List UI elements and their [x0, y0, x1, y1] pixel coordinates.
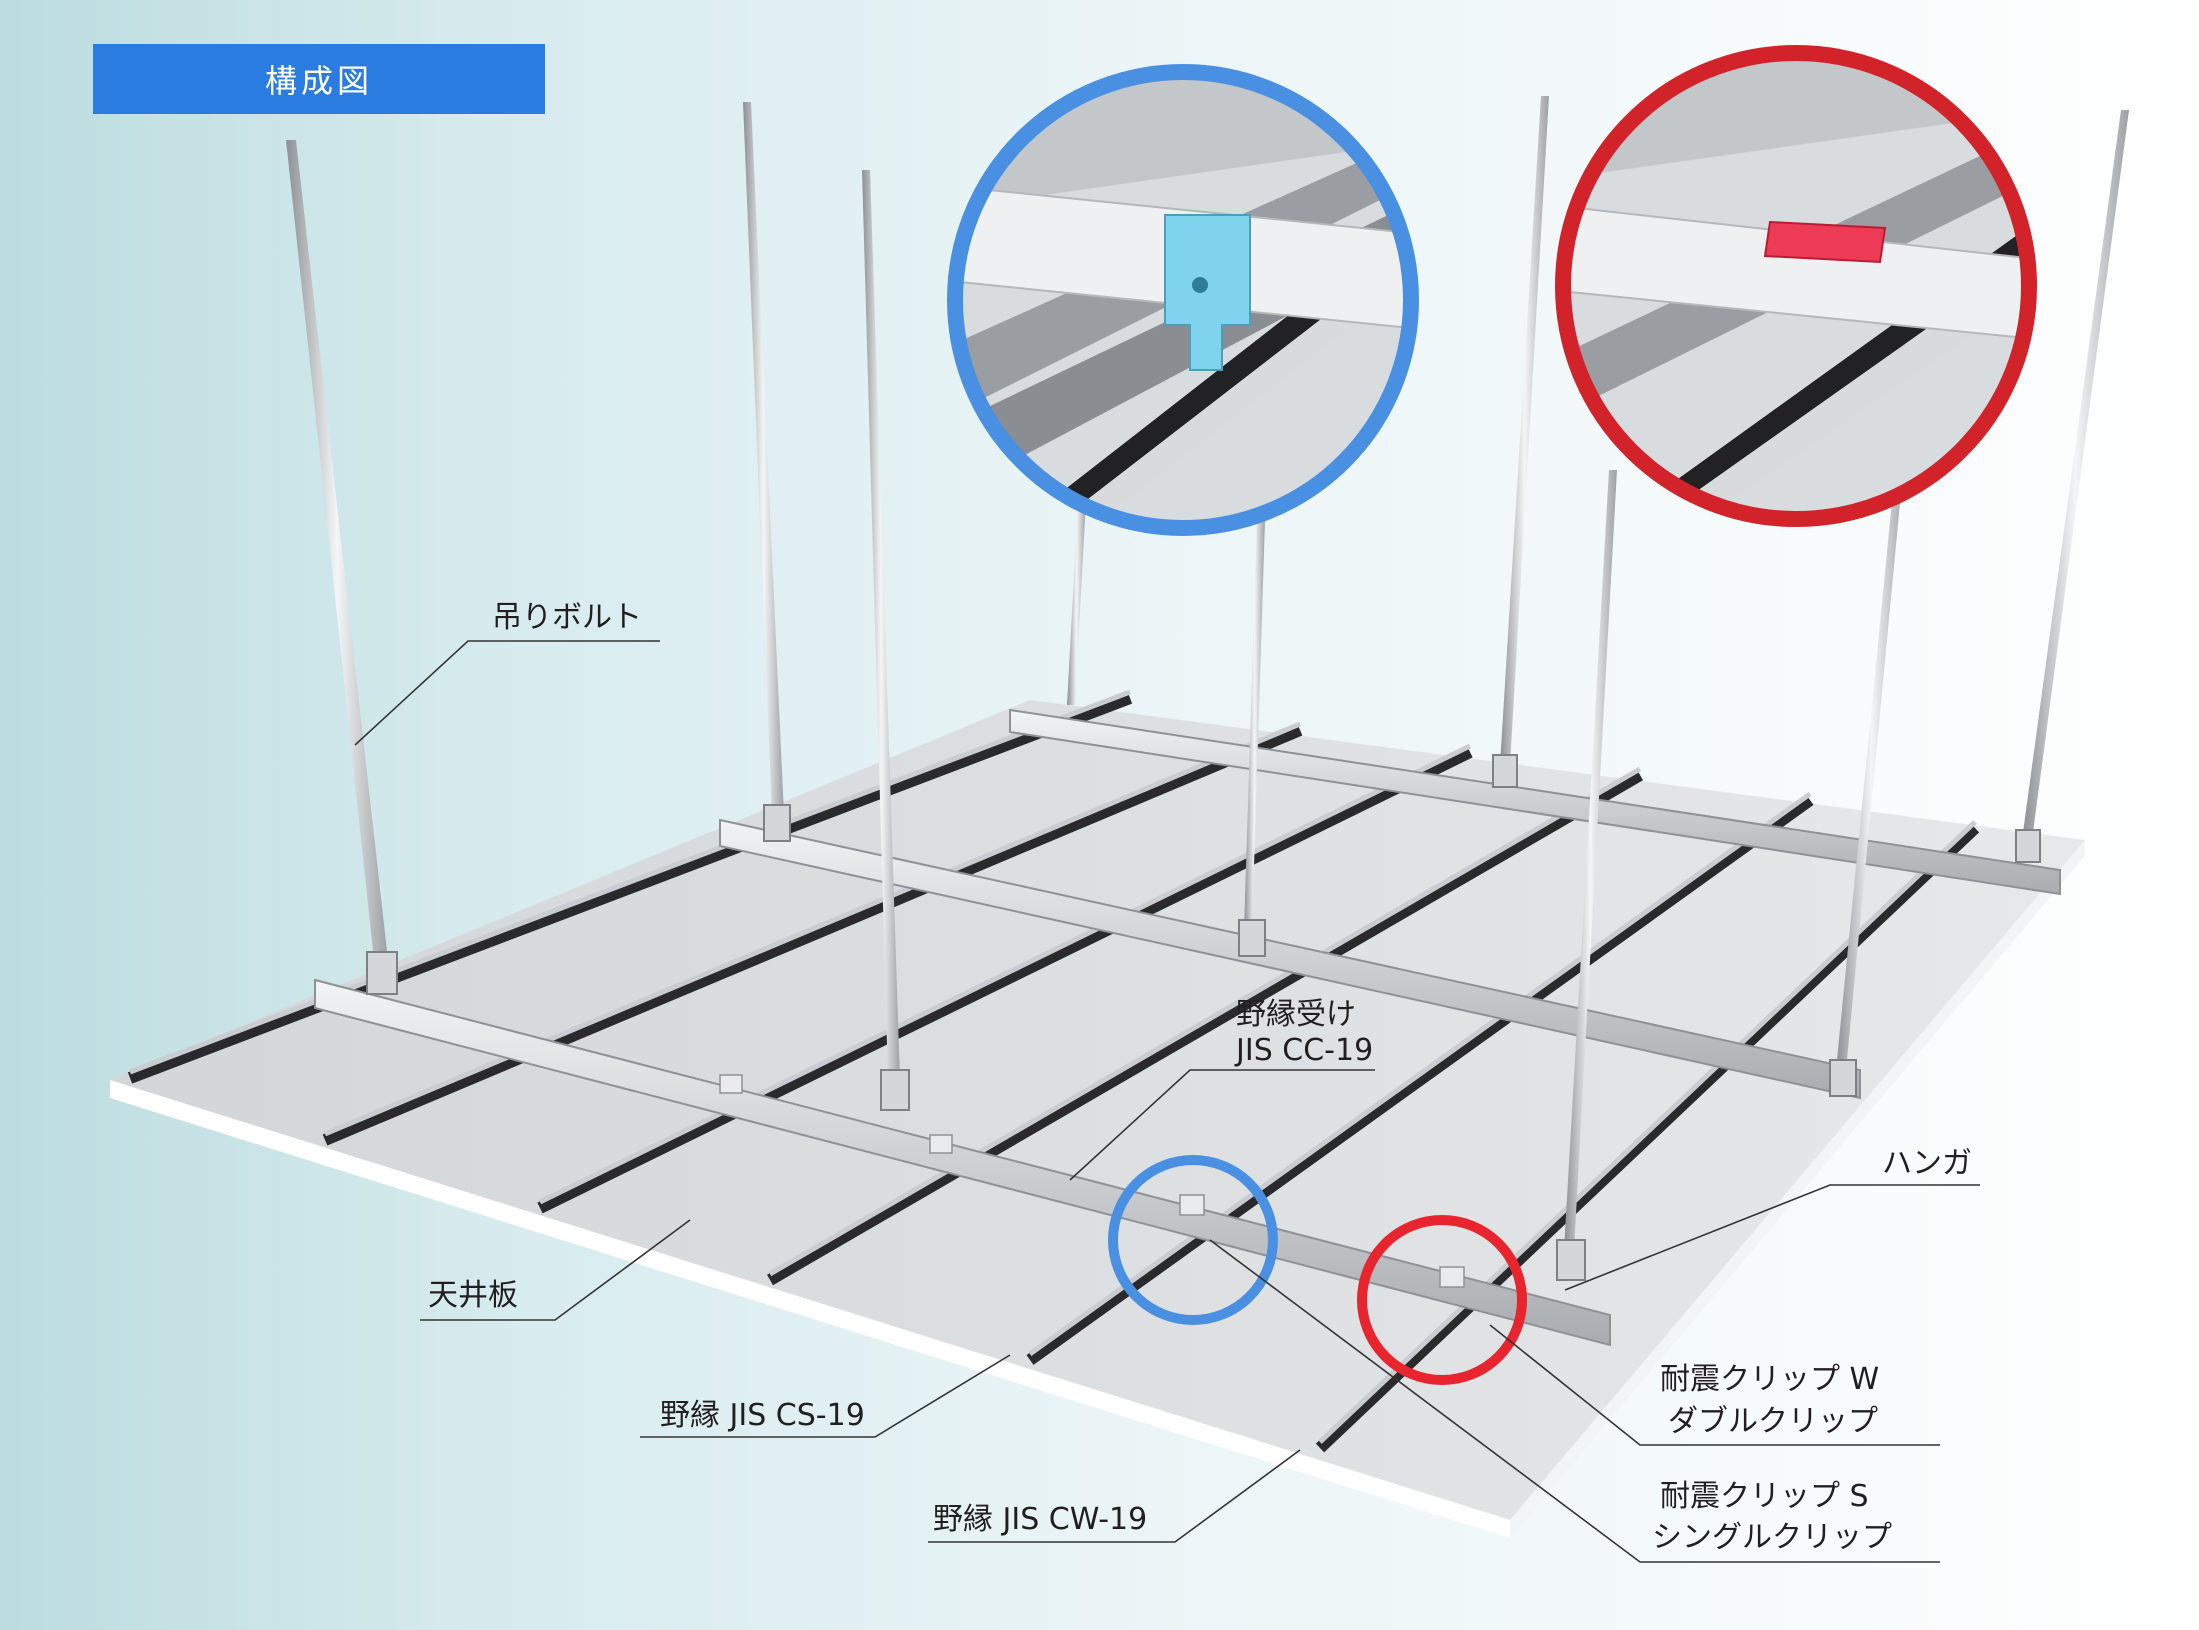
carrying-channel-spec-label: JIS CC-19 — [1236, 1033, 1374, 1068]
single-clip-label: シングルクリップ — [1652, 1520, 1892, 1555]
double-clip-marker — [1357, 1215, 1527, 1385]
hangers — [366, 754, 2041, 1281]
single-clip-zoom — [947, 64, 1419, 536]
leader-lines — [354, 640, 1980, 1563]
hanger-label: ハンガ — [1882, 1146, 1972, 1181]
furring-cw-label: 野縁 JIS CW-19 — [933, 1502, 1148, 1537]
double-clip-zoom — [1555, 45, 2037, 527]
clips-on-channels — [719, 1074, 1465, 1288]
carrying-channels — [314, 708, 2061, 1347]
page-title: 構成図 — [93, 44, 545, 114]
double-clip-label: ダブルクリップ — [1668, 1404, 1878, 1439]
carrying-channel-label: 野縁受け — [1236, 997, 1356, 1032]
furring-cs-label: 野縁 JIS CS-19 — [660, 1398, 865, 1433]
seismic-clip-s-label: 耐震クリップ S — [1660, 1479, 1869, 1514]
hanging-bolt-label: 吊りボルト — [492, 600, 642, 635]
furring-channels — [127, 689, 1980, 1453]
seismic-clip-w-label: 耐震クリップ W — [1660, 1362, 1880, 1397]
ceiling-board-label: 天井板 — [428, 1278, 518, 1313]
single-clip-marker — [1108, 1155, 1278, 1325]
hanging-bolts — [286, 96, 2129, 1250]
